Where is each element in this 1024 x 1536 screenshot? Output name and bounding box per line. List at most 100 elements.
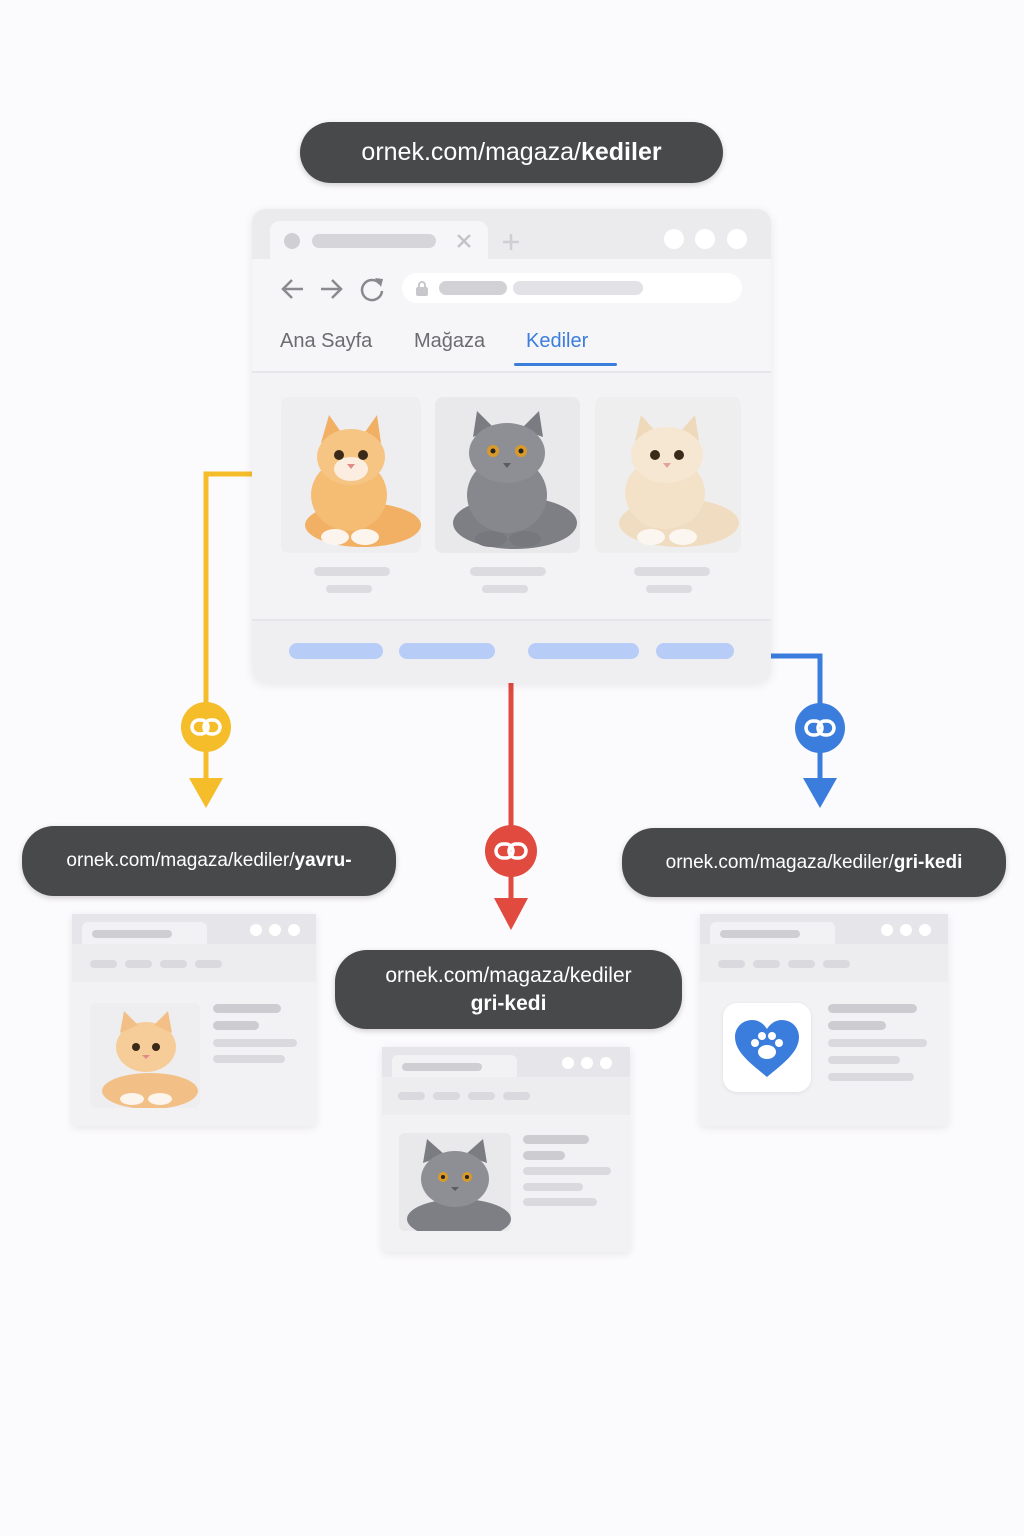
window-control-dot <box>919 924 931 936</box>
product-image <box>90 1003 200 1108</box>
left-url-base: ornek.com/magaza/kediler/ <box>66 850 295 871</box>
center-url-pill: ornek.com/magaza/kediler gri-kedi <box>335 950 682 1029</box>
center-url-line1: ornek.com/magaza/kediler <box>385 963 632 987</box>
text-placeholder <box>523 1151 565 1160</box>
main-url-base: ornek.com/magaza/ <box>361 138 581 166</box>
main-url-pill: ornek.com/magaza/kediler <box>300 122 723 183</box>
browser-tab[interactable] <box>270 221 488 261</box>
caption-placeholder <box>326 585 372 593</box>
product-card-orange-cat[interactable] <box>281 397 421 553</box>
blue-arrow-head <box>803 778 837 808</box>
link-icon <box>181 702 231 752</box>
caption-placeholder <box>470 567 546 576</box>
center-url-line2: gri-kedi <box>470 991 547 1015</box>
active-tab-underline <box>514 363 617 366</box>
cat-photo-orange <box>281 397 421 553</box>
text-placeholder <box>213 1039 297 1047</box>
page-title-placeholder <box>92 930 172 938</box>
tab-favicon <box>284 233 300 249</box>
window-control-dot <box>562 1057 574 1069</box>
destination-page-left <box>72 914 316 1126</box>
right-url-pill: ornek.com/magaza/kediler/gri-kedi <box>622 828 1006 897</box>
nav-item-store[interactable]: Mağaza <box>414 330 486 352</box>
nav-placeholder <box>398 1092 425 1100</box>
nav-placeholder <box>788 960 815 968</box>
nav-placeholder <box>718 960 745 968</box>
text-placeholder <box>828 1021 886 1030</box>
close-icon[interactable] <box>456 233 472 249</box>
caption-placeholder <box>482 585 528 593</box>
window-control-dot <box>288 924 300 936</box>
destination-page-center <box>382 1047 630 1252</box>
cat-photo-gray <box>435 397 580 553</box>
text-placeholder <box>828 1004 917 1013</box>
forward-arrow-icon[interactable] <box>318 277 344 301</box>
caption-placeholder <box>646 585 692 593</box>
main-url-bold: kediler <box>580 138 662 166</box>
yellow-arrow-head <box>189 778 223 808</box>
reload-icon[interactable] <box>358 275 386 303</box>
address-bar[interactable] <box>402 273 742 303</box>
footer-link[interactable] <box>656 643 734 659</box>
url-placeholder <box>513 281 643 295</box>
nav-item-cats[interactable]: Kediler <box>526 330 589 352</box>
tab-title-placeholder <box>312 234 436 248</box>
product-image <box>399 1133 511 1231</box>
window-control-dot <box>581 1057 593 1069</box>
text-placeholder <box>213 1004 281 1013</box>
right-url-bold: gri-kedi <box>893 851 963 873</box>
text-placeholder <box>213 1055 285 1063</box>
caption-placeholder <box>314 567 390 576</box>
page-title-placeholder <box>720 930 800 938</box>
window-control-dot[interactable] <box>695 229 715 249</box>
window-control-dot <box>900 924 912 936</box>
nav-placeholder <box>195 960 222 968</box>
text-placeholder <box>523 1183 583 1191</box>
link-icon <box>485 825 537 877</box>
nav-placeholder <box>503 1092 530 1100</box>
nav-item-home[interactable]: Ana Sayfa <box>280 330 373 352</box>
window-control-dot <box>250 924 262 936</box>
new-tab-icon[interactable] <box>502 233 520 251</box>
nav-placeholder <box>823 960 850 968</box>
window-control-dot[interactable] <box>664 229 684 249</box>
lock-icon <box>416 281 428 296</box>
product-card-cream-cat[interactable] <box>595 397 741 553</box>
caption-placeholder <box>634 567 710 576</box>
text-placeholder <box>523 1135 589 1144</box>
destination-page-right <box>700 914 948 1126</box>
window-control-dot[interactable] <box>727 229 747 249</box>
nav-placeholder <box>433 1092 460 1100</box>
nav-placeholder <box>125 960 152 968</box>
nav-placeholder <box>468 1092 495 1100</box>
url-placeholder <box>439 281 507 295</box>
text-placeholder <box>213 1021 259 1030</box>
back-arrow-icon[interactable] <box>280 277 306 301</box>
text-placeholder <box>828 1056 900 1064</box>
paw-heart-icon <box>723 1003 811 1092</box>
nav-placeholder <box>753 960 780 968</box>
link-icon <box>795 703 845 753</box>
left-url-bold: yavru- <box>294 850 352 871</box>
footer-link[interactable] <box>528 643 639 659</box>
main-browser-window: Ana Sayfa Mağaza Kediler <box>252 209 771 683</box>
window-control-dot <box>881 924 893 936</box>
left-url-pill: ornek.com/magaza/kediler/yavru- <box>22 826 396 896</box>
window-control-dot <box>269 924 281 936</box>
red-arrow-head <box>494 898 528 930</box>
site-nav <box>252 315 771 373</box>
cat-photo-cream <box>595 397 741 553</box>
nav-placeholder <box>90 960 117 968</box>
footer-link[interactable] <box>399 643 495 659</box>
product-card-gray-cat[interactable] <box>435 397 580 553</box>
cat-photo-gray <box>399 1133 511 1231</box>
right-url-base: ornek.com/magaza/kediler/ <box>665 851 894 873</box>
text-placeholder <box>828 1073 914 1081</box>
window-control-dot <box>600 1057 612 1069</box>
footer-link[interactable] <box>289 643 383 659</box>
text-placeholder <box>523 1167 611 1175</box>
page-title-placeholder <box>402 1063 482 1071</box>
nav-placeholder <box>160 960 187 968</box>
cat-photo-orange <box>90 1003 200 1108</box>
text-placeholder <box>828 1039 927 1047</box>
